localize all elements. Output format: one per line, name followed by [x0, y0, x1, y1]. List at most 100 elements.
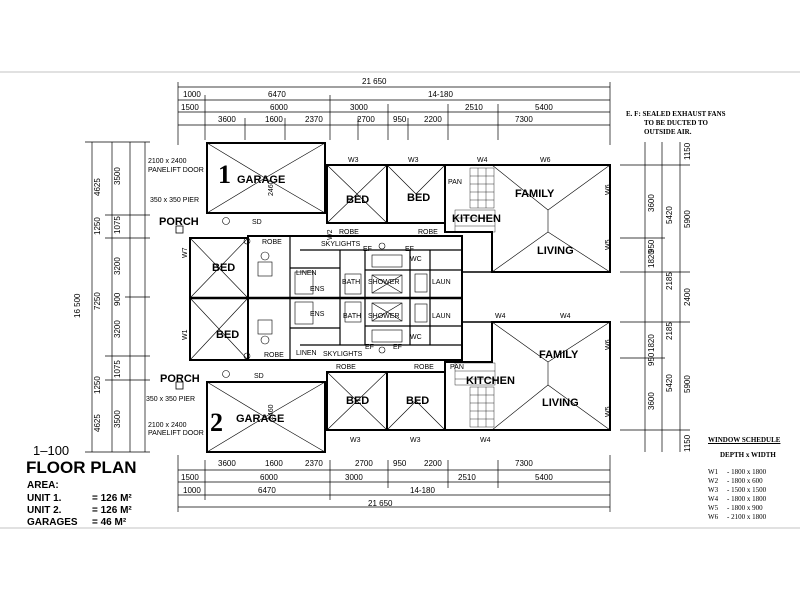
- window-label-w4d: W4: [480, 437, 491, 444]
- ef-label-1a: EF: [363, 246, 372, 253]
- laun-label-2: LAUN: [432, 313, 451, 320]
- ws-row-w4-value: - 1800 x 1800: [727, 495, 767, 503]
- area-unit1-value: = 126 M²: [92, 493, 132, 504]
- dim-bot2-d: 2510: [458, 473, 476, 482]
- skylights-label-1: SKYLIGHTS: [321, 241, 361, 248]
- garage-dim-2: 2460: [268, 404, 275, 420]
- ws-row-w4-id: W4: [708, 495, 719, 503]
- panelift-label-2a: 2100 x 2400: [148, 422, 187, 429]
- ws-row-w6-id: W6: [708, 513, 719, 521]
- ws-row-w5-value: - 1800 x 900: [727, 504, 763, 512]
- window-label-w2: W2: [327, 229, 334, 241]
- dim-right-mid-b: 2185: [665, 272, 674, 290]
- ens-label-1: ENS: [310, 286, 325, 293]
- dim-bot1-c: 2370: [305, 459, 323, 468]
- dim-bot1-e: 950: [393, 459, 407, 468]
- dim-overall-bottom: 21 650: [368, 499, 393, 508]
- robe-label-2a: ROBE: [264, 352, 284, 359]
- porch-label-2: PORCH: [160, 373, 200, 385]
- window-label-w6b: W6: [605, 184, 612, 196]
- garage-label-1: GARAGE: [237, 174, 286, 186]
- living-label-2: LIVING: [542, 397, 579, 409]
- garage-dim-1: 2460: [268, 180, 275, 196]
- dim-bot1-b: 1600: [265, 459, 283, 468]
- dim-left-inner-a: 3500: [113, 167, 122, 185]
- window-label-w7a: W7: [182, 247, 189, 259]
- area-garages-name: GARAGES: [27, 517, 78, 528]
- robe-label-1a: ROBE: [262, 239, 282, 246]
- window-label-w4a: W4: [477, 157, 488, 164]
- sd-label-2: SD: [254, 373, 264, 380]
- dim-right-mid-a: 5420: [665, 206, 674, 224]
- dim-right-outer-c: 2400: [683, 288, 692, 306]
- panelift-label-1b: PANELIFT DOOR: [148, 167, 204, 174]
- dim-left-outer-a: 4625: [93, 178, 102, 196]
- ef-label-2b: EF: [393, 344, 402, 351]
- right-dimension-lines: [620, 142, 690, 452]
- pier-symbol-1: [175, 225, 184, 234]
- area-unit2-name: UNIT 2.: [27, 505, 62, 516]
- window-label-w3b: W3: [408, 157, 419, 164]
- dim-bot2-e: 5400: [535, 473, 553, 482]
- top-dimension-lines: [177, 82, 611, 145]
- dim-left-outer-c: 7250: [93, 292, 102, 310]
- pier-label-1: 350 x 350 PIER: [150, 197, 200, 204]
- dim-top1-a: 1000: [183, 90, 201, 99]
- pier-label-2: 350 x 350 PIER: [146, 396, 196, 403]
- skylights-label-2: SKYLIGHTS: [323, 351, 363, 358]
- dim-right-inner-d: 1820: [647, 334, 656, 352]
- dim-left-inner-g: 3500: [113, 410, 122, 428]
- shower-label-2: SHOWER: [368, 313, 400, 320]
- family-label-2: FAMILY: [539, 349, 579, 361]
- dim-right-outer-d: 5900: [683, 375, 692, 393]
- dim-right-outer-a: 1150: [683, 142, 692, 160]
- scale-label: 1–100: [33, 443, 70, 458]
- ws-row-w2-value: - 1800 x 600: [727, 477, 763, 485]
- ws-row-w1-value: - 1800 x 1800: [727, 468, 767, 476]
- window-label-w3c: W3: [350, 437, 361, 444]
- dim-left-outer-b: 1250: [93, 217, 102, 235]
- ef-label-1b: EF: [405, 246, 414, 253]
- robe-label-2c: ROBE: [414, 364, 434, 371]
- dim-right-inner-a: 3600: [647, 194, 656, 212]
- dim-bot3-a: 1000: [183, 486, 201, 495]
- bed-label-2a: BED: [216, 329, 240, 341]
- dim-top2-b: 6000: [270, 103, 288, 112]
- pan-label-1: PAN: [448, 179, 462, 186]
- unit-1-fixtures: [222, 217, 428, 295]
- window-label-w6c: W6: [605, 339, 612, 351]
- unit-2-internal-walls: [289, 298, 462, 360]
- dim-bot1-d: 2700: [355, 459, 373, 468]
- dim-top3-f: 2200: [424, 115, 442, 124]
- dim-right-inner-e: 950: [647, 352, 656, 366]
- area-unit1-name: UNIT 1.: [27, 493, 62, 504]
- family-label-1: FAMILY: [515, 188, 555, 200]
- linen-label-2: LINEN: [296, 350, 317, 357]
- porch-label-1: PORCH: [159, 216, 199, 228]
- dim-bot2-b: 6000: [260, 473, 278, 482]
- bed-label-2c: BED: [406, 395, 430, 407]
- ws-row-w2-id: W2: [708, 477, 719, 485]
- unit-2-roof-lines: [189, 297, 611, 453]
- dim-left-inner-e: 3200: [113, 320, 122, 338]
- linen-label-1: LINEN: [296, 270, 317, 277]
- dim-top2-e: 5400: [535, 103, 553, 112]
- dim-bot1-g: 7300: [515, 459, 533, 468]
- dim-right-mid-d: 5420: [665, 374, 674, 392]
- dim-top3-a: 3600: [218, 115, 236, 124]
- ws-row-w3-id: W3: [708, 486, 719, 494]
- sd-label-1: SD: [252, 219, 262, 226]
- dim-top2-c: 3000: [350, 103, 368, 112]
- panelift-label-1a: 2100 x 2400: [148, 158, 187, 165]
- dim-bot3-c: 14-180: [410, 486, 435, 495]
- dim-top3-e: 950: [393, 115, 407, 124]
- dim-top1-b: 6470: [268, 90, 286, 99]
- ef-label-2a: EF: [365, 344, 374, 351]
- note-line-2: TO BE DUCTED TO: [644, 119, 708, 127]
- dim-left-inner-b: 1075: [113, 216, 122, 234]
- dim-left-inner-f: 1075: [113, 360, 122, 378]
- wc-label-1: WC: [410, 256, 422, 263]
- window-schedule-subtitle: DEPTH x WIDTH: [720, 451, 776, 459]
- garage-label-2: GARAGE: [236, 413, 285, 425]
